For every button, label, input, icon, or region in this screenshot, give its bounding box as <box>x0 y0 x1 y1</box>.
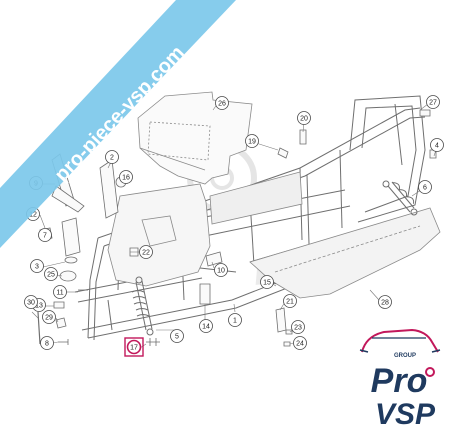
callout-circle <box>126 339 142 355</box>
callout-circle <box>44 267 58 281</box>
callout-circle <box>297 111 311 125</box>
callout-5: 5 <box>170 329 184 343</box>
part-callouts: 1234567891011121314151617192021222324252… <box>24 95 444 357</box>
callout-11: 11 <box>53 285 67 299</box>
callout-24: 24 <box>293 336 307 350</box>
callout-circle <box>214 263 228 277</box>
callout-8: 8 <box>40 336 54 350</box>
callout-circle <box>170 329 184 343</box>
callout-circle <box>426 95 440 109</box>
callout-3: 3 <box>30 259 44 273</box>
callout-label: 30 <box>27 300 35 307</box>
callout-label: 26 <box>218 101 226 108</box>
callout-16: 16 <box>119 170 133 184</box>
callout-label: 21 <box>286 299 294 306</box>
callout-circle <box>119 170 133 184</box>
callout-21: 21 <box>283 294 297 308</box>
highlight-box <box>124 337 144 357</box>
callout-label: 11 <box>56 290 63 297</box>
callout-23: 23 <box>291 320 305 334</box>
callout-10: 10 <box>214 263 228 277</box>
callout-circle <box>53 285 67 299</box>
callout-19: 19 <box>245 134 259 148</box>
callout-17: 17 <box>124 337 144 357</box>
callout-22: 22 <box>139 245 153 259</box>
callout-label: 20 <box>300 116 308 123</box>
callout-label: 2 <box>110 155 114 162</box>
callout-label: 24 <box>296 341 304 348</box>
callout-circle <box>105 150 119 164</box>
logo-group-text: GROUP <box>394 353 416 359</box>
floor-pan <box>107 171 303 287</box>
callout-circle <box>38 228 52 242</box>
callout-circle <box>215 96 229 110</box>
callout-circle <box>291 320 305 334</box>
callout-1: 1 <box>228 313 242 327</box>
callout-label: 1 <box>233 318 237 325</box>
callout-label: 6 <box>423 185 427 192</box>
callout-label: 5 <box>175 334 179 341</box>
callout-label: 10 <box>217 268 225 275</box>
callout-26: 26 <box>215 96 229 110</box>
callout-circle <box>228 313 242 327</box>
callout-label: 28 <box>381 300 389 307</box>
callout-label: 27 <box>429 100 437 107</box>
callout-20: 20 <box>297 111 311 125</box>
logo-dot-icon <box>425 367 435 377</box>
callout-4: 4 <box>430 138 444 152</box>
callout-circle <box>30 259 44 273</box>
callout-circle <box>40 336 54 350</box>
callout-circle <box>430 138 444 152</box>
callout-circle <box>418 180 432 194</box>
car-lights-icon <box>359 349 441 353</box>
callout-label: 4 <box>435 143 439 150</box>
car-outline-icon <box>361 328 439 353</box>
rear-shock-absorber <box>382 180 418 216</box>
callout-label: 19 <box>248 139 256 146</box>
callout-circle <box>42 310 56 324</box>
callout-label: 7 <box>43 233 47 240</box>
callout-2: 2 <box>105 150 119 164</box>
logo-line1-text: Pro <box>371 362 428 400</box>
callout-25: 25 <box>44 267 58 281</box>
provsp-logo: GROUP Pro VSP <box>359 328 441 431</box>
top-cover-panel <box>137 91 253 185</box>
callout-28: 28 <box>378 295 392 309</box>
callout-29: 29 <box>42 310 56 324</box>
callout-27: 27 <box>426 95 440 109</box>
callout-label: 17 <box>130 345 138 352</box>
callout-6: 6 <box>418 180 432 194</box>
callout-label: 22 <box>142 250 150 257</box>
callout-30: 30 <box>24 295 38 309</box>
callout-circle <box>293 336 307 350</box>
callout-label: 25 <box>47 272 55 279</box>
callout-14: 14 <box>199 319 213 333</box>
callout-circle <box>260 275 274 289</box>
callout-circle <box>283 294 297 308</box>
callout-label: 13 <box>35 303 43 310</box>
banner-ribbon <box>0 0 236 248</box>
callout-label: 3 <box>35 264 39 271</box>
callout-15: 15 <box>260 275 274 289</box>
callout-label: 12 <box>29 212 37 219</box>
callout-circle <box>245 134 259 148</box>
callout-label: 15 <box>263 280 271 287</box>
callout-circle <box>378 295 392 309</box>
callout-circle <box>24 295 38 309</box>
callout-label: 16 <box>122 175 130 182</box>
callout-label: 29 <box>45 315 53 322</box>
logo-line2-text: VSP <box>375 398 436 431</box>
callout-circle <box>199 319 213 333</box>
callout-label: 23 <box>294 325 302 332</box>
callout-circle <box>139 245 153 259</box>
callout-7: 7 <box>38 228 52 242</box>
callout-label: 8 <box>45 341 49 348</box>
callout-label: 14 <box>202 324 210 331</box>
front-shock-absorber <box>131 276 154 336</box>
side-skid-plate <box>249 207 441 299</box>
